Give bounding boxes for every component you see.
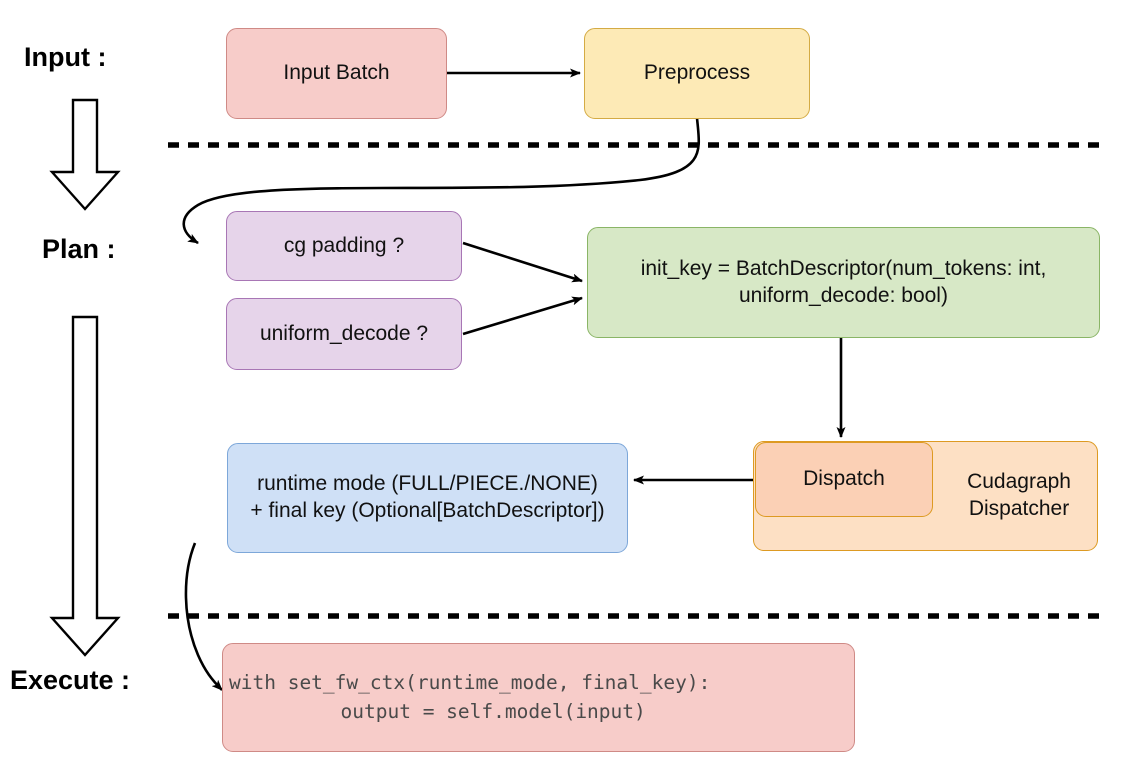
stage-label-plan: Plan : [42, 234, 116, 264]
stage-label-input: Input : [24, 42, 107, 72]
edge-cg-padding-to-init-key [462, 241, 583, 283]
edge-uniform-decode-to-init-key [462, 296, 583, 336]
node-cudagraph-dispatcher-label: Cudagraph Dispatcher [967, 470, 1071, 520]
node-init-key[interactable]: init_key = BatchDescriptor(num_tokens: i… [587, 227, 1100, 338]
node-runtime-mode-label: runtime mode (FULL/PIECE./NONE) + final … [250, 472, 605, 522]
stage-arrow-plan-to-execute [49, 315, 121, 657]
node-dispatch-label: Dispatch [803, 467, 885, 491]
node-uniform-decode[interactable]: uniform_decode ? [226, 298, 462, 370]
node-runtime-mode[interactable]: runtime mode (FULL/PIECE./NONE) + final … [227, 443, 628, 553]
node-preprocess[interactable]: Preprocess [584, 28, 810, 119]
stage-label-execute: Execute : [10, 665, 131, 695]
node-init-key-label: init_key = BatchDescriptor(num_tokens: i… [640, 256, 1047, 307]
stage-arrow-input-to-plan [49, 98, 121, 211]
node-uniform-decode-label: uniform_decode ? [259, 321, 429, 345]
node-dispatch[interactable]: Dispatch [755, 442, 933, 517]
node-cg-padding-label: cg padding ? [283, 233, 405, 257]
node-execute-code-text: with set_fw_ctx(runtime_mode, final_key)… [229, 671, 711, 723]
node-execute-code[interactable]: with set_fw_ctx(runtime_mode, final_key)… [222, 643, 855, 752]
node-input-batch[interactable]: Input Batch [226, 28, 447, 119]
node-input-batch-label: Input Batch [283, 61, 390, 85]
node-cg-padding[interactable]: cg padding ? [226, 211, 462, 281]
node-preprocess-label: Preprocess [643, 61, 751, 85]
edge-runtime-mode-to-execute-code [184, 542, 223, 691]
